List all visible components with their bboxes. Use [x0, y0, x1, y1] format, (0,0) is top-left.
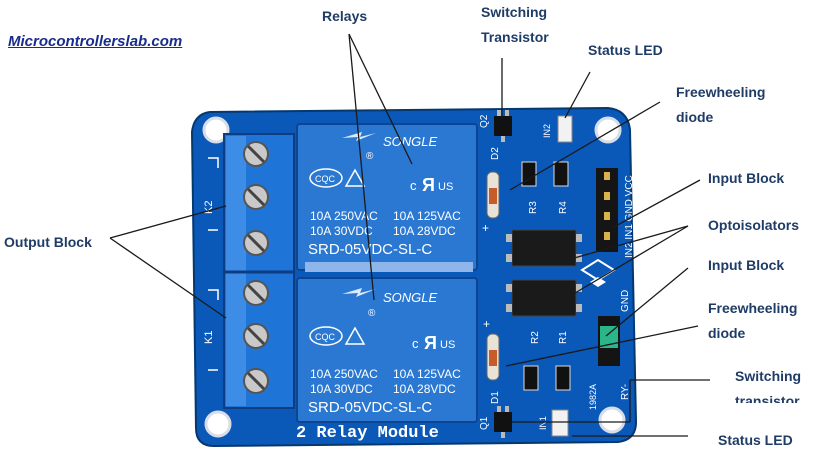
silk-ry: RY-	[620, 384, 631, 400]
label-freewheeling-diode-bottom: Freewheeling diode	[708, 300, 798, 341]
silk-plus-top: +	[482, 221, 489, 235]
relay-top-model: SRD-05VDC-SL-C	[308, 241, 432, 258]
resistors	[521, 161, 571, 391]
silk-q2: Q2	[479, 114, 490, 128]
svg-text:®: ®	[366, 151, 374, 162]
silk-k1: K1	[203, 331, 215, 344]
led-in1	[551, 409, 569, 437]
diode-d2	[486, 171, 500, 219]
relay-bottom-brand: SONGLE	[383, 290, 438, 305]
label-status-led-top: Status LED	[588, 42, 663, 58]
label-freewheeling-diode-top: Freewheeling diode	[676, 84, 766, 125]
relay-bottom-rating-1: 10A 250VAC	[310, 367, 378, 381]
relay-bottom: SONGLE ® CQC c Я US 10A 250VAC 10A 125VA…	[296, 277, 478, 423]
label-relays: Relays	[322, 8, 368, 24]
silk-in1: IN1	[538, 416, 548, 430]
jumper-block	[598, 316, 620, 366]
label-optoisolators: Optoisolators	[708, 217, 800, 233]
label-switching-transistor-bottom: Switching transistor	[735, 368, 802, 403]
silk-r2: R2	[530, 331, 541, 344]
svg-text:c: c	[412, 336, 419, 351]
label-status-led-bottom: Status LED	[718, 432, 793, 448]
silk-pins-top: IN2 IN1 GND VCC	[624, 175, 635, 258]
relay-top-rating-3: 10A 30VDC	[310, 224, 373, 238]
silk-d2: D2	[490, 147, 501, 160]
silk-k2: K2	[203, 201, 215, 214]
silk-plus-bottom: +	[483, 317, 490, 331]
site-name[interactable]: Microcontrollerslab.com	[8, 33, 183, 50]
silk-q1: Q1	[479, 416, 490, 430]
relay-top-cert: CQC	[315, 174, 336, 184]
terminal-screws	[243, 141, 269, 394]
optocoupler-bottom	[506, 279, 582, 317]
silk-in2: IN2	[542, 124, 552, 138]
silk-gnd: GND	[620, 290, 631, 312]
label-switching-transistor-top: Switching Transistor	[481, 4, 549, 45]
transistor-q1	[494, 406, 512, 438]
silk-r3: R3	[528, 201, 539, 214]
terminal-block	[223, 133, 295, 409]
relay-bottom-rating-3: 10A 30VDC	[310, 382, 373, 396]
label-input-block-top: Input Block	[708, 170, 785, 186]
relay-top-rating-1: 10A 250VAC	[310, 209, 378, 223]
relay-bottom-cert: CQC	[315, 332, 336, 342]
diode-d1	[486, 333, 500, 381]
label-input-block-mid: Input Block	[708, 257, 785, 273]
led-in2	[557, 115, 573, 143]
board-title: 2 Relay Module	[296, 424, 439, 443]
silk-d1: D1	[490, 391, 501, 404]
relay-top: SONGLE ® CQC c Я US 10A 250VAC 10A 125VA…	[296, 123, 478, 272]
pin-header	[596, 168, 618, 252]
relay-bottom-rating-2: 10A 125VAC	[393, 367, 461, 381]
mounting-holes	[202, 116, 626, 438]
silk-r4: R4	[558, 201, 569, 214]
svg-text:US: US	[438, 181, 453, 193]
label-output-block: Output Block	[4, 234, 92, 250]
svg-text:US: US	[440, 339, 455, 351]
transistor-q2	[494, 110, 512, 142]
svg-text:Я: Я	[424, 333, 437, 353]
silk-year: 1982A	[588, 384, 598, 410]
optocoupler-top	[506, 229, 582, 267]
relay-top-rating-2: 10A 125VAC	[393, 209, 461, 223]
relay-top-brand: SONGLE	[383, 134, 438, 149]
svg-text:c: c	[410, 178, 417, 193]
silk-r1: R1	[558, 331, 569, 344]
relay-bottom-model: SRD-05VDC-SL-C	[308, 399, 432, 416]
svg-text:®: ®	[368, 308, 376, 319]
svg-text:Я: Я	[422, 175, 435, 195]
relay-bottom-rating-4: 10A 28VDC	[393, 382, 456, 396]
leader-lines	[109, 33, 710, 437]
relay-top-rating-4: 10A 28VDC	[393, 224, 456, 238]
